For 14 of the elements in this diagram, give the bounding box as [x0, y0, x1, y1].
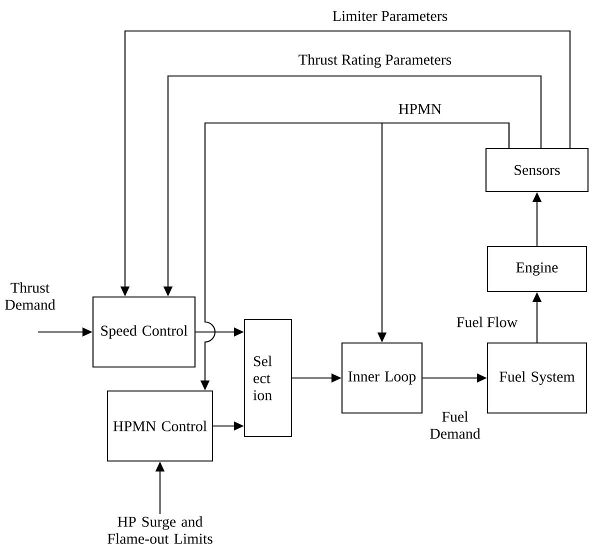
- block-box: Sensors: [485, 148, 589, 192]
- edge-label: Fuel Flow: [455, 316, 519, 328]
- block-box: Engine: [486, 246, 588, 292]
- block-box: Inner Loop: [341, 342, 423, 414]
- signal-text: HP Surge and Flame-out Limits: [108, 516, 212, 544]
- block-box: Fuel System: [486, 342, 588, 414]
- edge-label: HPMN: [397, 103, 443, 115]
- block-box: Speed Control: [92, 296, 196, 368]
- block-box: Sel ect ion: [244, 318, 292, 438]
- edge-label: Limiter Parameters: [331, 10, 449, 22]
- edge-label: Fuel Demand: [424, 410, 486, 440]
- edge-label: Thrust Rating Parameters: [297, 53, 453, 69]
- signal-label: Thrust Demand: [5, 282, 56, 310]
- block-box: HPMN Control: [106, 390, 214, 462]
